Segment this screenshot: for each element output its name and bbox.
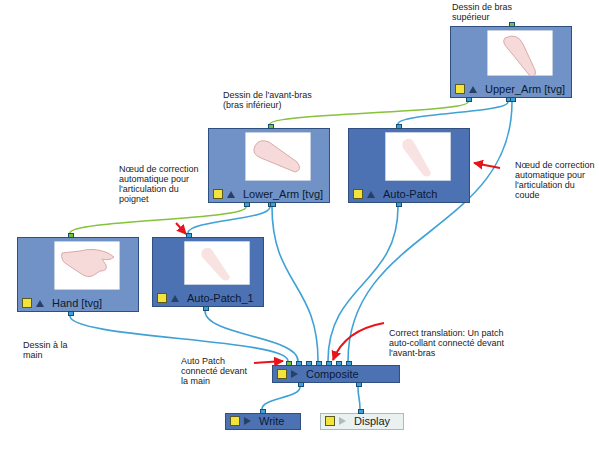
node-title: Lower_Arm [tvg]	[243, 188, 323, 200]
enable-icon	[455, 84, 465, 94]
auto-patch-node: Auto-Patch_1	[152, 237, 264, 307]
title-row: Composite	[273, 368, 359, 380]
node-icon	[291, 370, 298, 378]
node-icon	[367, 191, 375, 198]
input-port	[346, 361, 352, 366]
input-port	[268, 124, 274, 129]
title-row: Write	[226, 415, 284, 427]
thumbnail-picture	[245, 132, 311, 181]
thumbnail-picture	[385, 132, 451, 181]
enable-icon	[325, 416, 335, 426]
connector	[70, 207, 246, 233]
output-port	[244, 202, 250, 207]
connector	[205, 311, 298, 361]
input-port	[336, 361, 342, 366]
output-port	[68, 311, 74, 316]
thumbnail-picture	[487, 30, 553, 76]
node-icon	[171, 295, 179, 302]
thumbnail-picture	[184, 241, 250, 285]
output-port	[270, 202, 276, 207]
input-port	[186, 233, 192, 238]
enable-icon	[277, 369, 287, 379]
node-icon	[339, 417, 346, 425]
title-row: Display	[321, 415, 390, 427]
input-port	[358, 409, 364, 414]
annotation-note: Auto Patch connecté devant la main	[180, 356, 254, 386]
node-title: Auto-Patch_1	[187, 292, 254, 304]
node-title: Upper_Arm [tvg]	[485, 83, 565, 95]
callout-arrow	[333, 323, 384, 360]
output-port	[396, 202, 402, 207]
node-title: Hand [tvg]	[52, 297, 102, 309]
enable-icon	[213, 189, 223, 199]
enable-icon	[230, 416, 240, 426]
display-node: Display	[320, 413, 404, 430]
enable-icon	[157, 293, 167, 303]
node-icon	[469, 86, 477, 93]
output-port	[298, 382, 304, 387]
input-port	[396, 124, 402, 129]
callout-arrow	[474, 163, 500, 168]
thumbnail-picture	[54, 241, 120, 290]
connector	[188, 207, 270, 233]
title-row: Hand [tvg]	[18, 297, 102, 309]
input-port	[68, 233, 74, 238]
input-port	[286, 361, 292, 366]
title-row: Lower_Arm [tvg]	[209, 188, 323, 200]
drawing-node: Hand [tvg]	[17, 237, 139, 312]
output-port	[203, 306, 209, 311]
annotation-note: Dessin de bras supérieur	[451, 2, 525, 22]
connector	[70, 316, 288, 361]
output-port	[356, 382, 362, 387]
drawing-node: Upper_Arm [tvg]	[450, 26, 572, 98]
connector	[398, 102, 508, 124]
input-port	[306, 361, 312, 366]
annotation-note: Nœud de correction automatique pour l'ar…	[118, 164, 208, 204]
annotation-note: Correct translation: Un patch auto-colla…	[388, 328, 522, 358]
annotation-note: Dessin de l'avant-bras (bras inférieur)	[222, 90, 320, 110]
node-icon	[244, 417, 251, 425]
node-title: Auto-Patch	[383, 188, 437, 200]
input-port	[509, 22, 515, 27]
connector	[348, 102, 512, 361]
node-icon	[227, 191, 235, 198]
connector	[358, 387, 360, 409]
annotation-note: Nœud de correction automatique pour l'ar…	[514, 160, 598, 200]
output-port	[466, 97, 472, 102]
input-port	[326, 361, 332, 366]
output-port	[510, 97, 516, 102]
write-node: Write	[225, 413, 301, 430]
title-row: Auto-Patch_1	[153, 292, 254, 304]
input-port	[296, 361, 302, 366]
connector	[272, 207, 318, 361]
drawing-node: Lower_Arm [tvg]	[208, 128, 330, 203]
connector	[262, 387, 300, 409]
auto-patch-node: Auto-Patch	[348, 128, 470, 203]
composite-node: Composite	[272, 365, 400, 383]
node-icon	[36, 300, 44, 307]
input-port	[316, 361, 322, 366]
callout-arrow	[176, 223, 186, 234]
title-row: Upper_Arm [tvg]	[451, 83, 565, 95]
node-title: Composite	[306, 368, 359, 380]
input-port	[260, 409, 266, 414]
enable-icon	[353, 189, 363, 199]
node-title: Write	[259, 415, 284, 427]
node-title: Display	[354, 415, 390, 427]
annotation-note: Dessin à la main	[22, 340, 86, 360]
enable-icon	[22, 298, 32, 308]
callout-arrow	[254, 361, 283, 363]
title-row: Auto-Patch	[349, 188, 437, 200]
